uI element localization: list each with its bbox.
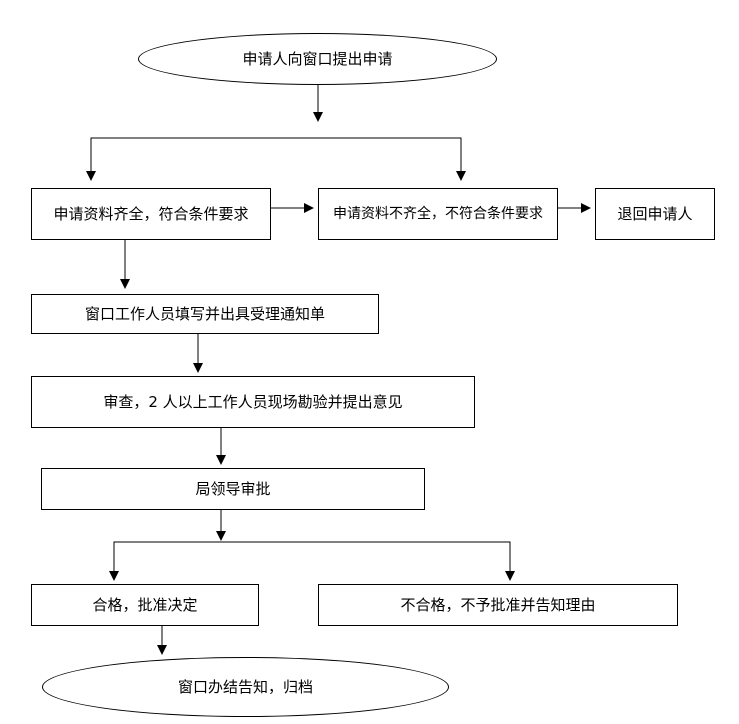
node-unqualified: 不合格，不予批准并告知理由: [318, 584, 678, 626]
node-notice: 窗口工作人员填写并出具受理通知单: [31, 294, 379, 334]
node-return: 退回申请人: [595, 188, 715, 240]
node-end: 窗口办结告知，归档: [42, 657, 449, 717]
node-qualified: 合格，批准决定: [31, 584, 259, 626]
node-approve: 局领导审批: [41, 468, 425, 510]
node-complete: 申请资料齐全，符合条件要求: [31, 188, 271, 240]
node-incomplete: 申请资料不齐全，不符合条件要求: [318, 188, 558, 240]
node-review: 审查，2 人以上工作人员现场勘验并提出意见: [31, 376, 475, 428]
connector-split-top: [90, 137, 462, 170]
connector-split-bottom: [113, 541, 511, 570]
node-start: 申请人向窗口提出申请: [138, 33, 497, 85]
